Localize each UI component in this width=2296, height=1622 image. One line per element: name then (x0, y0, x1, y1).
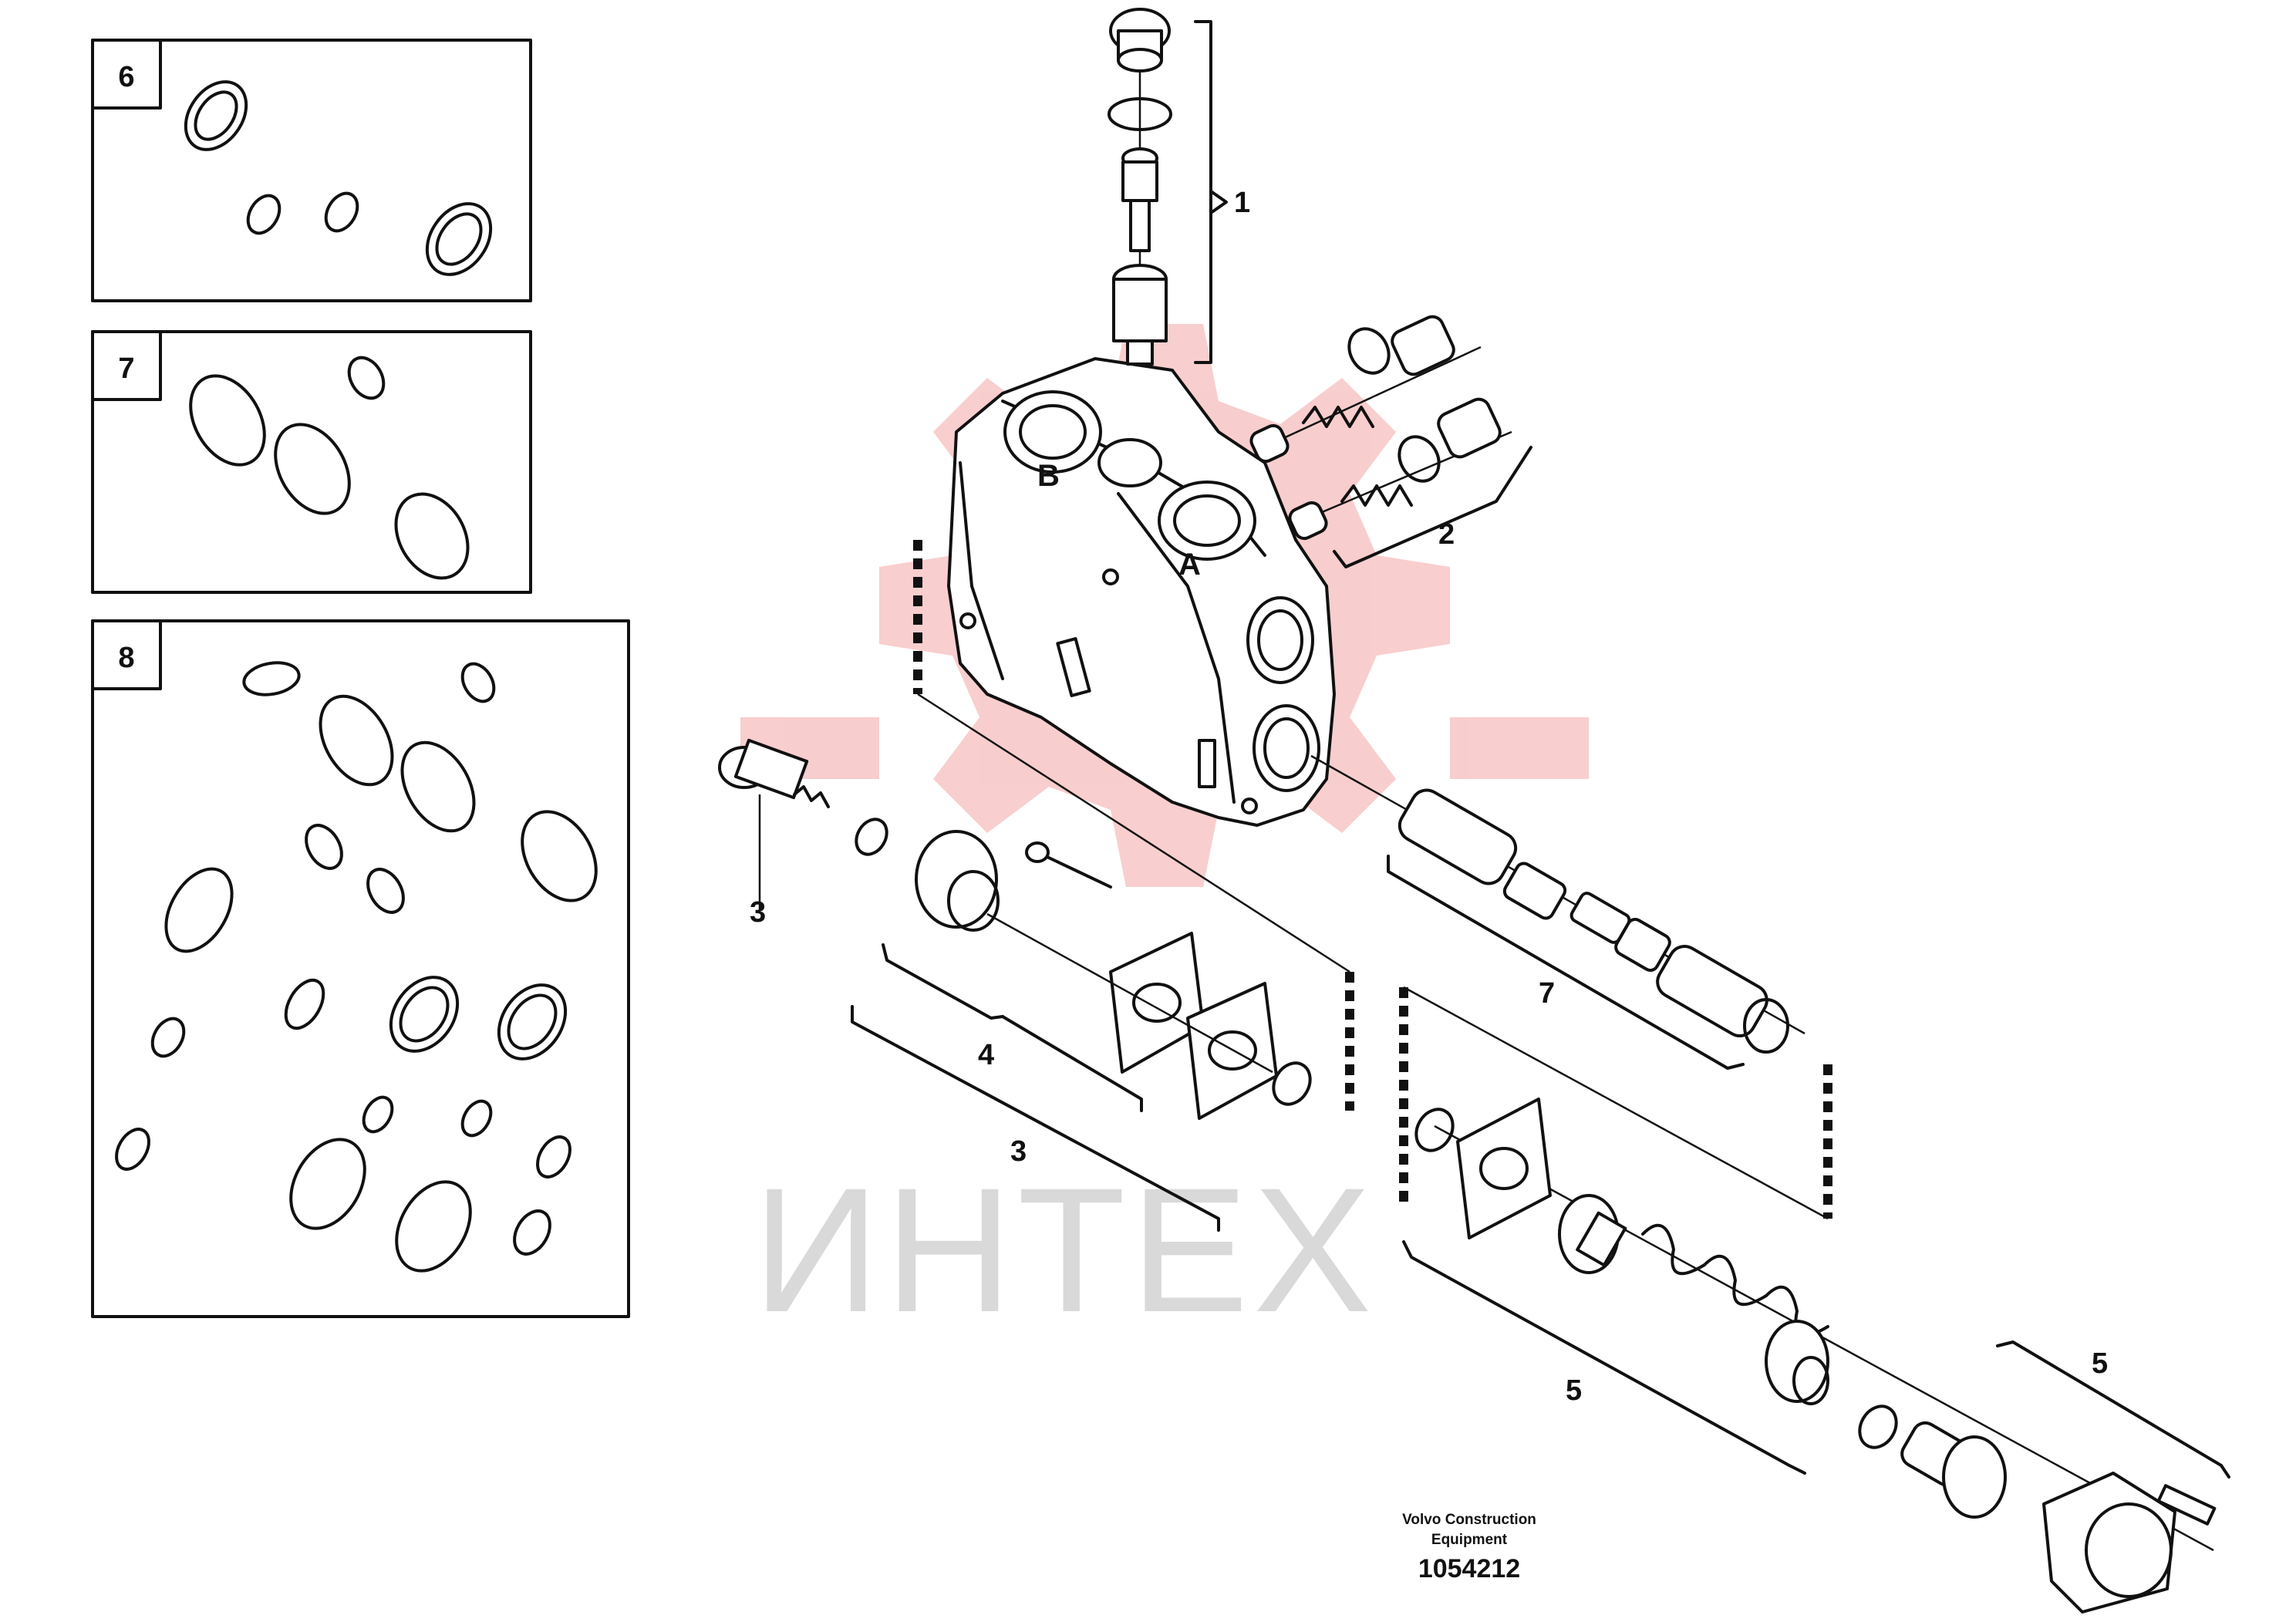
o-ring (289, 1138, 366, 1230)
callout-3b: 3 (1010, 1135, 1027, 1168)
o-ring (394, 492, 470, 580)
o-ring (513, 1209, 551, 1256)
seal-ring (497, 983, 568, 1061)
o-ring (521, 810, 598, 902)
credit-line-1: Volvo Construction (1402, 1512, 1536, 1528)
o-ring (242, 661, 301, 696)
inset-box-6: 6 (91, 39, 532, 302)
o-ring (115, 1128, 150, 1171)
watermark-text: ИНТЕХ (753, 1151, 1377, 1349)
callout-4: 4 (978, 1039, 994, 1071)
port-label-b: B (1037, 459, 1060, 493)
valve-body (947, 357, 1336, 827)
o-ring (274, 423, 351, 515)
spool-assembly (1310, 754, 1832, 1220)
port-label-a: A (1178, 548, 1201, 582)
o-ring (1347, 327, 1391, 375)
o-ring (1414, 1108, 1455, 1152)
o-ring (164, 867, 234, 953)
o-ring (1858, 1404, 1898, 1449)
callout-7: 7 (1539, 977, 1555, 1010)
o-ring (1272, 1061, 1312, 1106)
o-ring (324, 191, 359, 233)
callout-2: 2 (1438, 518, 1455, 551)
o-ring (460, 1099, 493, 1138)
inset-box-number: 6 (118, 61, 134, 93)
check-valve-assembly (1249, 315, 1532, 568)
inset-box-number: 7 (118, 352, 134, 385)
o-ring (284, 978, 325, 1030)
o-ring (347, 356, 386, 400)
o-ring (319, 694, 394, 787)
credit-line-2: Equipment (1431, 1532, 1508, 1548)
inset-box-7: 7 (91, 330, 532, 594)
o-ring (536, 1135, 571, 1179)
seal-ring (389, 976, 460, 1053)
plug-and-cover-assembly (718, 738, 1312, 1232)
callout-5b: 5 (2092, 1347, 2108, 1380)
o-ring (855, 818, 888, 856)
o-ring (395, 1180, 472, 1273)
seal-ring (425, 202, 493, 276)
seal-ring (184, 80, 248, 151)
relief-valve-assembly (1108, 8, 1228, 366)
o-ring (460, 662, 496, 703)
o-ring (1108, 97, 1172, 131)
inset-box-8: 8 (91, 619, 630, 1318)
callout-5a: 5 (1566, 1374, 1582, 1407)
inset-box-number: 8 (118, 642, 134, 674)
o-ring (1397, 435, 1441, 483)
o-ring (362, 1095, 394, 1134)
o-ring (400, 740, 476, 833)
spring-return-assembly (1402, 1098, 2230, 1614)
o-ring (246, 194, 282, 235)
callout-3a: 3 (750, 896, 766, 929)
callout-1: 1 (1234, 187, 1250, 219)
part-number: 1054212 (1418, 1554, 1520, 1583)
o-ring (305, 824, 343, 870)
o-ring (366, 868, 405, 914)
o-ring (150, 1017, 186, 1058)
o-ring (189, 374, 266, 467)
